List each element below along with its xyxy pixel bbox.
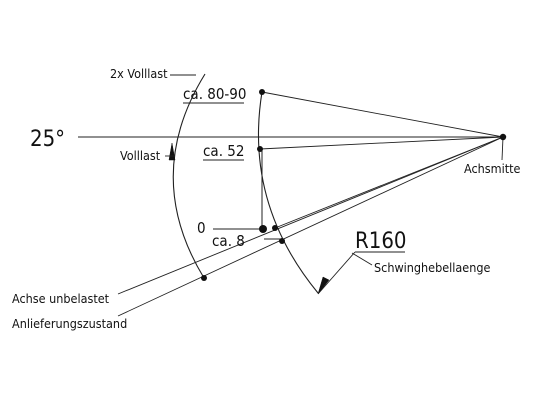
full-load-label: Volllast [120,148,161,163]
radius-leader-line [317,251,356,295]
schwinghebel-leader [351,252,373,266]
ray-two-x-full-load [261,91,504,138]
point-zero-large [259,225,267,233]
radius-label: R160 [355,229,407,254]
ray-axle-unloaded [117,136,504,295]
point-axle-center [499,133,507,141]
radius-arc [257,91,319,294]
approx-52-label: ca. 52 [203,142,244,160]
axle-center-label: Achsmitte [464,161,521,176]
axle-unloaded-label: Achse unbelastet [12,291,110,306]
point-zero [272,225,278,231]
radius-arrowhead [317,276,330,295]
left-swing-arc [172,73,206,279]
point-axle-unloaded [201,275,207,281]
angle-label: 25° [30,127,65,152]
two-x-full-load-label: 2x Volllast [110,66,168,81]
delivery-state-label: Anlieferungszustand [12,316,127,331]
point-full-load [257,146,263,152]
point-two-x-full-load [259,89,265,95]
arc-arrowhead [168,142,176,161]
point-approx-8 [279,238,285,244]
approx-8-label: ca. 8 [212,232,245,250]
ray-delivery-state [117,136,504,317]
zero-label: 0 [197,219,206,237]
achsmitte-leader [501,136,504,161]
approx-80-90-label: ca. 80-90 [183,85,246,103]
ray-full-load [259,136,504,150]
swingarm-length-label: Schwinghebellaenge [374,260,490,275]
